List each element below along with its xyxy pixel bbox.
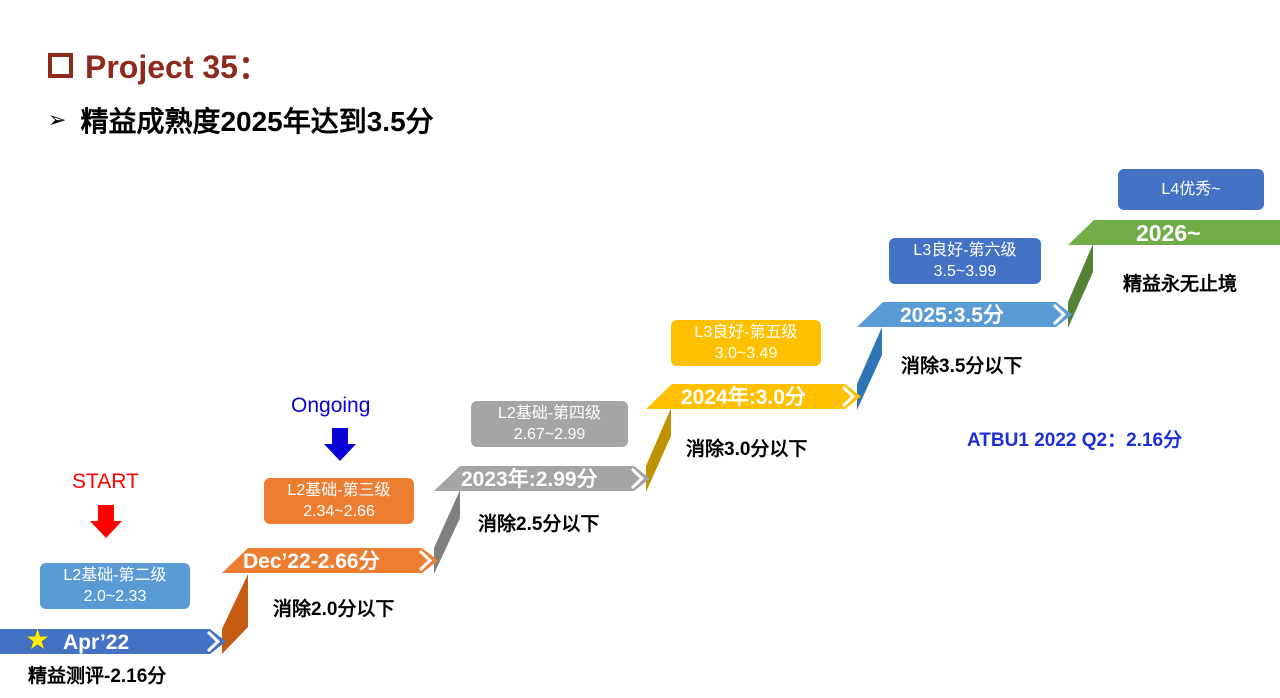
stair-riser-1 xyxy=(222,574,248,654)
level-box-4: L3良好-第五级 3.0~3.49 xyxy=(671,320,821,366)
level-box-3: L2基础-第四级 2.67~2.99 xyxy=(471,401,628,447)
chevron-right-icon xyxy=(418,549,433,572)
chevron-right-icon xyxy=(1052,303,1067,326)
stair-step-2 xyxy=(222,548,438,573)
stair-step-4 xyxy=(646,384,861,409)
stair-step-3 xyxy=(434,466,650,491)
level-range: 2.34~2.66 xyxy=(303,503,375,520)
page-subtitle: ➢ 精益成熟度2025年达到3.5分 xyxy=(48,100,434,140)
step-label-2: Dec’22-2.66分 xyxy=(243,550,380,573)
step-note-4: 消除3.0分以下 xyxy=(686,439,808,460)
level-box-1: L2基础-第二级 2.0~2.33 xyxy=(40,563,190,609)
ongoing-arrow-icon xyxy=(324,428,356,461)
step-label-6: 2026~ xyxy=(1136,220,1201,246)
atbu-note: ATBU1 2022 Q2：2.16分 xyxy=(967,430,1183,451)
start-marker: START xyxy=(72,470,139,493)
page-title: Project 35： xyxy=(48,42,270,88)
level-name: L2基础-第四级 xyxy=(497,405,602,422)
level-name: L3良好-第五级 xyxy=(694,324,798,341)
stair-riser-3 xyxy=(646,408,671,492)
stair-step-6 xyxy=(1068,220,1280,245)
chevron-right-icon xyxy=(630,467,645,490)
subtitle-text: 精益成熟度2025年达到3.5分 xyxy=(80,106,434,137)
level-box-5: L3良好-第六级 3.5~3.99 xyxy=(889,238,1041,284)
level-box-2: L2基础-第三级 2.34~2.66 xyxy=(264,478,414,524)
step-note-1: 精益测评-2.16分 xyxy=(28,666,167,687)
title-text: Project 35： xyxy=(85,49,270,85)
step-label-3: 2023年:2.99分 xyxy=(461,468,598,491)
level-range: 3.5~3.99 xyxy=(933,263,997,280)
step-note-2: 消除2.0分以下 xyxy=(273,599,395,620)
stair-riser-5 xyxy=(1068,244,1093,328)
step-note-6: 精益永无止境 xyxy=(1123,274,1238,295)
arrow-bullet-icon: ➢ xyxy=(48,107,67,132)
level-range: 3.0~3.49 xyxy=(714,345,778,362)
step-label-4: 2024年:3.0分 xyxy=(681,386,806,409)
step-label-5: 2025:3.5分 xyxy=(900,304,1004,327)
level-name: L2基础-第二级 xyxy=(63,567,167,584)
level-name: L3良好-第六级 xyxy=(913,242,1017,259)
stair-riser-4 xyxy=(857,327,882,410)
level-box-6: L4优秀~ xyxy=(1118,169,1264,210)
level-name: L2基础-第三级 xyxy=(287,482,391,499)
square-bullet-icon xyxy=(48,52,73,78)
stair-step-5 xyxy=(857,302,1072,327)
ongoing-marker: Ongoing xyxy=(291,394,371,417)
stair-step-1 xyxy=(0,629,226,654)
level-range: 2.0~2.33 xyxy=(83,588,147,605)
stair-riser-2 xyxy=(434,490,460,574)
start-arrow-icon xyxy=(90,505,122,538)
level-range: 2.67~2.99 xyxy=(513,426,586,443)
step-label-1: Apr’22 xyxy=(63,631,130,654)
step-note-5: 消除3.5分以下 xyxy=(901,356,1023,377)
chevron-right-icon xyxy=(841,385,856,408)
star-icon: ★ xyxy=(25,624,51,655)
step-note-3: 消除2.5分以下 xyxy=(478,514,600,535)
level-name: L4优秀~ xyxy=(1161,181,1221,198)
chevron-right-icon xyxy=(206,630,221,653)
